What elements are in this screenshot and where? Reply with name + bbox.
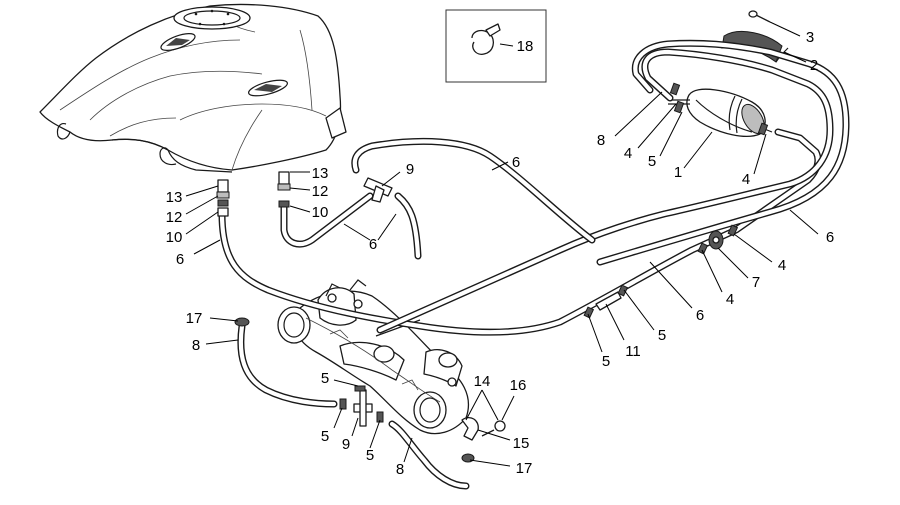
callout-4-valve-right: 4 [778, 257, 786, 274]
callout-9-upper: 9 [406, 161, 414, 178]
callout-5-right: 5 [658, 327, 666, 344]
callout-10-left: 10 [166, 229, 183, 246]
callout-6-lower: 6 [696, 307, 704, 324]
callout-5-tee-top: 5 [321, 370, 329, 387]
callout-16: 16 [510, 377, 527, 394]
callout-8-top: 8 [597, 132, 605, 149]
callout-7: 7 [752, 274, 760, 291]
callout-3: 3 [806, 29, 814, 46]
callout-6-right: 6 [826, 229, 834, 246]
throttle-body [277, 279, 470, 435]
callout-5-lower: 5 [602, 353, 610, 370]
callout-12-left: 12 [166, 209, 183, 226]
callout-4-top: 4 [624, 145, 632, 162]
callout-4-valve-left: 4 [726, 291, 734, 308]
callout-17-left: 17 [186, 310, 203, 327]
callout-13-left: 13 [166, 189, 183, 206]
callout-1: 1 [674, 164, 682, 181]
callout-labels: 18 3 2 8 4 5 1 4 6 9 13 12 10 13 12 10 6… [166, 29, 835, 478]
callout-8-bottom: 8 [396, 461, 404, 478]
callout-6-center: 6 [369, 236, 377, 253]
callout-15: 15 [513, 435, 530, 452]
callout-5-tee-left: 5 [321, 428, 329, 445]
callout-10-right: 10 [312, 204, 329, 221]
inset-detail-box [445, 9, 547, 83]
callout-12-right: 12 [312, 183, 329, 200]
callout-13-right: 13 [312, 165, 329, 182]
callout-2: 2 [810, 57, 818, 74]
callout-9-lower: 9 [342, 436, 350, 453]
callout-8-left: 8 [192, 337, 200, 354]
hose-network [218, 39, 850, 490]
callout-5-top: 5 [648, 153, 656, 170]
callout-17-bottom: 17 [516, 460, 533, 477]
callout-6-left: 6 [176, 251, 184, 268]
callout-18: 18 [517, 38, 534, 55]
callout-11: 11 [625, 343, 641, 360]
fuel-tank [39, 3, 347, 173]
charcoal-canister [668, 88, 773, 137]
callout-14: 14 [474, 373, 491, 390]
leader-lines [185, 21, 819, 467]
callout-5-tee-right: 5 [366, 447, 374, 464]
screw [748, 10, 771, 23]
callout-4-canister: 4 [742, 171, 750, 188]
callout-6-upper: 6 [512, 154, 520, 171]
